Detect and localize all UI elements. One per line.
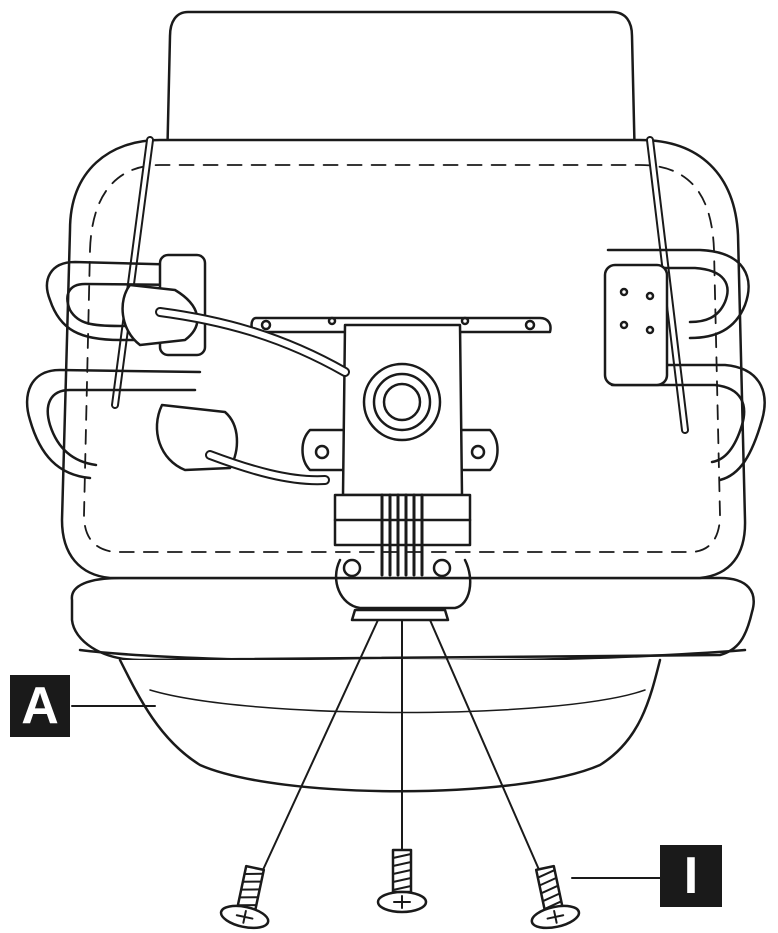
part-label-i: I xyxy=(683,847,699,905)
screw-icon xyxy=(530,864,581,930)
armrest-right xyxy=(603,136,766,482)
control-levers xyxy=(121,283,350,486)
screw-icon xyxy=(219,864,270,930)
tilt-mechanism xyxy=(301,323,499,622)
screw-icon xyxy=(376,848,428,914)
armrest-left xyxy=(25,136,202,480)
screw-guides xyxy=(261,619,541,873)
part-label-a: A xyxy=(21,677,59,735)
label-box-i xyxy=(660,845,722,907)
label-box-a xyxy=(10,675,70,737)
